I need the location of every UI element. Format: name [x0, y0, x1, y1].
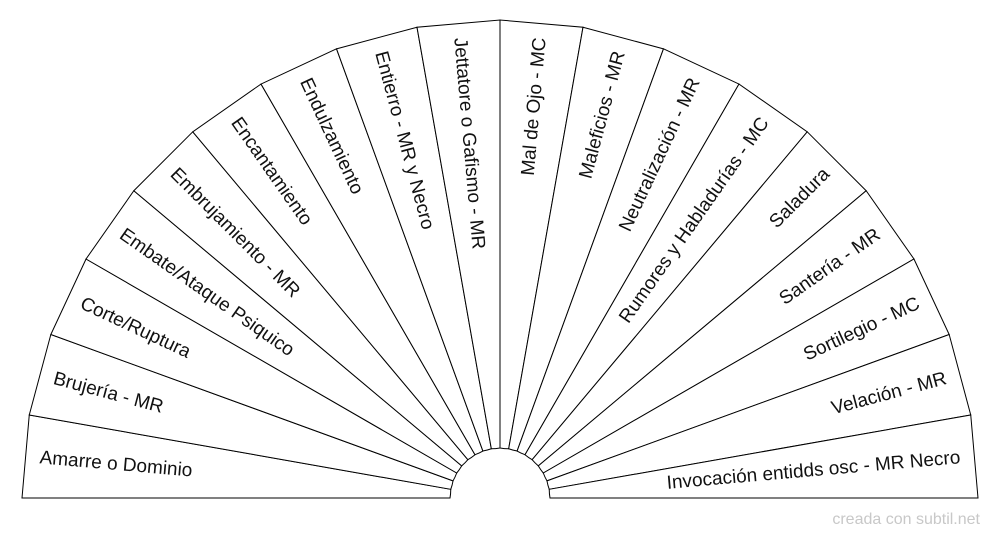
segment-13	[531, 131, 867, 467]
segment-7	[335, 26, 492, 452]
segment-12	[524, 83, 808, 461]
segment-17	[548, 414, 979, 499]
segment-0	[21, 414, 452, 499]
segment-16	[546, 333, 972, 490]
segment-9	[499, 19, 584, 450]
segment-5	[192, 83, 476, 461]
watermark: creada con subtil.net	[832, 511, 980, 528]
segment-1	[28, 333, 454, 490]
segment-6	[260, 48, 484, 456]
segment-4	[133, 131, 469, 467]
segment-14	[537, 190, 915, 474]
segment-10	[508, 26, 665, 452]
segment-8	[416, 19, 501, 450]
segment-2	[50, 258, 458, 482]
segment-15	[542, 258, 950, 482]
segments-layer	[21, 19, 979, 499]
segment-11	[516, 48, 740, 456]
segment-3	[85, 190, 463, 474]
